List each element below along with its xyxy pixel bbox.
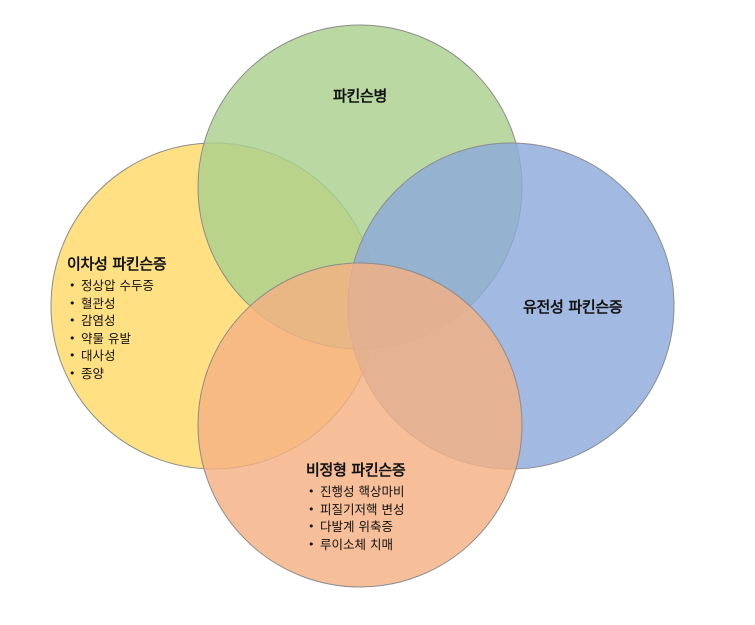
list-item: 피질기저핵 변성	[306, 501, 405, 519]
atypical-parkinsonism-label: 비정형 파킨슨증 진행성 핵상마비 피질기저핵 변성 다발계 위축증 루이소체 …	[306, 459, 406, 553]
list-item: 감염성	[67, 312, 166, 330]
secondary-parkinsonism-list: 정상압 수두증 혈관성 감염성 약물 유발 대사성 종양	[67, 277, 166, 382]
parkinson-label: 파킨슨병	[0, 85, 720, 106]
list-item: 대사성	[67, 347, 166, 365]
parkinson-title: 파킨슨병	[332, 87, 387, 105]
list-item: 약물 유발	[67, 330, 166, 348]
atypical-parkinsonism-list: 진행성 핵상마비 피질기저핵 변성 다발계 위축증 루이소체 치매	[306, 483, 405, 553]
list-item: 혈관성	[67, 295, 166, 313]
list-item: 루이소체 치매	[306, 536, 405, 554]
list-item: 종양	[67, 365, 166, 383]
secondary-parkinsonism-label: 이차성 파킨슨증 정상압 수두증 혈관성 감염성 약물 유발 대사성 종양	[67, 253, 167, 382]
list-item: 다발계 위축증	[306, 518, 405, 536]
circle-atypical	[197, 262, 523, 588]
atypical-parkinsonism-title: 비정형 파킨슨증	[306, 461, 406, 479]
list-item: 진행성 핵상마비	[306, 483, 405, 501]
secondary-parkinsonism-title: 이차성 파킨슨증	[67, 255, 167, 273]
genetic-parkinsonism-title: 유전성 파킨슨증	[523, 298, 623, 316]
genetic-parkinsonism-label: 유전성 파킨슨증	[523, 296, 623, 317]
list-item: 정상압 수두증	[67, 277, 166, 295]
